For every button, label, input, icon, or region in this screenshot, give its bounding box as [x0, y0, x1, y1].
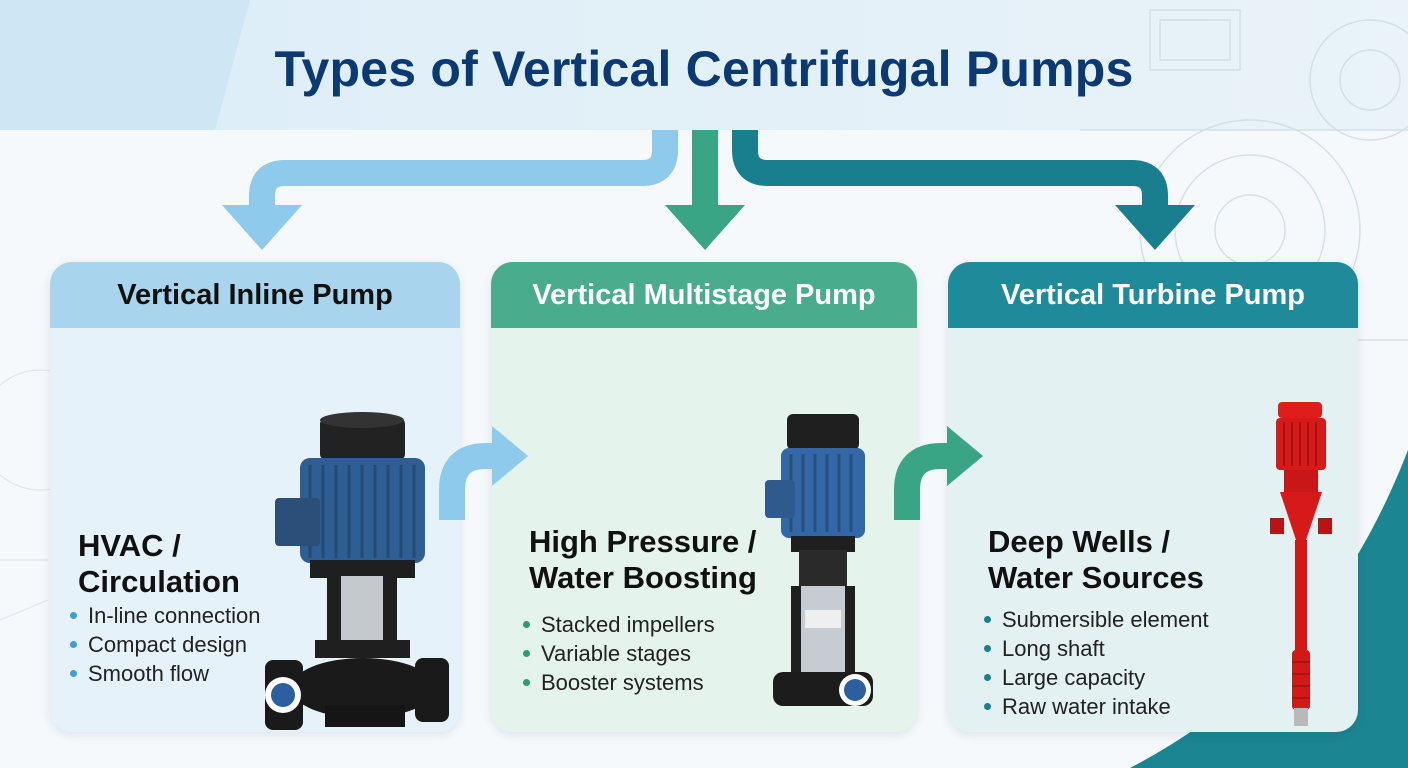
feature-item: In-line connection: [70, 601, 260, 630]
application-line-2: Water Sources: [988, 560, 1204, 595]
feature-list: In-line connection Compact design Smooth…: [70, 601, 260, 688]
card-vertical-turbine-pump: Vertical Turbine Pump Deep Wells / Water…: [948, 262, 1358, 732]
application-title: Deep Wells / Water Sources: [988, 524, 1204, 596]
application-line-1: Deep Wells /: [988, 524, 1171, 559]
inline-pump-image: [265, 412, 449, 730]
feature-item: Variable stages: [523, 639, 715, 668]
card-title: Vertical Inline Pump: [50, 262, 460, 328]
flow-arrow-multistage-to-turbine: [894, 426, 983, 520]
multistage-pump-image: [765, 414, 873, 706]
application-line-1: High Pressure /: [529, 524, 757, 559]
application-line-1: HVAC /: [78, 528, 181, 563]
feature-list: Submersible element Long shaft Large cap…: [984, 605, 1209, 721]
turbine-pump-image: [1270, 402, 1332, 726]
feature-item: Long shaft: [984, 634, 1209, 663]
arrow-head-turbine: [1115, 205, 1195, 250]
card-title: Vertical Multistage Pump: [491, 262, 917, 328]
feature-item: Stacked impellers: [523, 610, 715, 639]
feature-item: Smooth flow: [70, 659, 260, 688]
card-vertical-multistage-pump: Vertical Multistage Pump High Pressure /…: [491, 262, 917, 732]
feature-item: Large capacity: [984, 663, 1209, 692]
feature-item: Compact design: [70, 630, 260, 659]
application-title: High Pressure / Water Boosting: [529, 524, 757, 596]
arrow-to-turbine: [732, 130, 1168, 212]
card-vertical-inline-pump: Vertical Inline Pump HVAC / Circulation …: [50, 262, 460, 732]
page-title: Types of Vertical Centrifugal Pumps: [274, 41, 1134, 97]
card-body: Deep Wells / Water Sources Submersible e…: [948, 328, 1358, 732]
card-title: Vertical Turbine Pump: [948, 262, 1358, 328]
feature-list: Stacked impellers Variable stages Booste…: [523, 610, 715, 697]
application-title: HVAC / Circulation: [78, 528, 240, 600]
feature-item: Submersible element: [984, 605, 1209, 634]
card-body: High Pressure / Water Boosting Stacked i…: [491, 328, 917, 732]
feature-item: Raw water intake: [984, 692, 1209, 721]
arrow-head-inline: [222, 205, 302, 250]
card-body: HVAC / Circulation In-line connection Co…: [50, 328, 460, 732]
arrow-head-multistage: [665, 205, 745, 250]
arrow-to-inline: [249, 130, 678, 212]
feature-item: Booster systems: [523, 668, 715, 697]
application-line-2: Water Boosting: [529, 560, 757, 595]
branch-arrows: [222, 130, 1195, 250]
flow-arrow-inline-to-multistage: [439, 426, 528, 520]
application-line-2: Circulation: [78, 564, 240, 599]
